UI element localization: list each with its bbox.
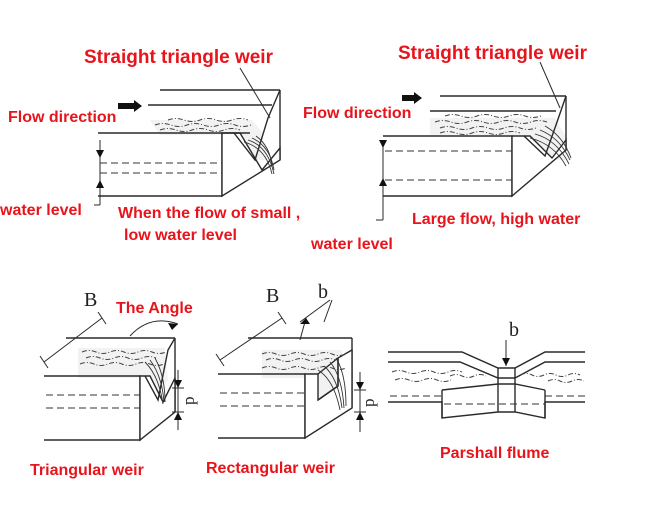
weir-small-title: Straight triangle weir — [84, 47, 274, 68]
flow-direction-right-label: Flow direction — [303, 105, 411, 122]
tri-width-letter: B — [84, 289, 97, 311]
large-flow-caption: Large flow, high water — [412, 211, 580, 228]
rect-head-letter: p — [359, 399, 378, 408]
rectangular-weir-caption: Rectangular weir — [206, 460, 335, 477]
rect-opening-letter: b — [318, 281, 328, 303]
triangular-weir-figure — [39, 311, 184, 442]
weir-large-flow-figure — [376, 61, 572, 221]
flow-direction-left-label: Flow direction — [8, 109, 116, 126]
weir-small-flow-figure — [94, 67, 281, 206]
parshall-flume-caption: Parshall flume — [440, 445, 549, 462]
small-flow-caption-line2: low water level — [124, 227, 237, 244]
water-level-right-label: water level — [310, 236, 393, 253]
water-level-left-label: water level — [0, 202, 82, 219]
rectangular-weir-figure — [215, 299, 366, 440]
triangular-weir-caption: Triangular weir — [30, 462, 144, 479]
flume-throat-letter: b — [509, 319, 519, 341]
tri-head-letter: p — [179, 397, 198, 406]
the-angle-label: The Angle — [116, 300, 193, 317]
weir-large-title: Straight triangle weir — [398, 43, 588, 64]
rect-width-letter: B — [266, 285, 279, 307]
small-flow-caption-line1: When the flow of small , — [118, 205, 300, 222]
parshall-flume-figure — [388, 340, 585, 419]
